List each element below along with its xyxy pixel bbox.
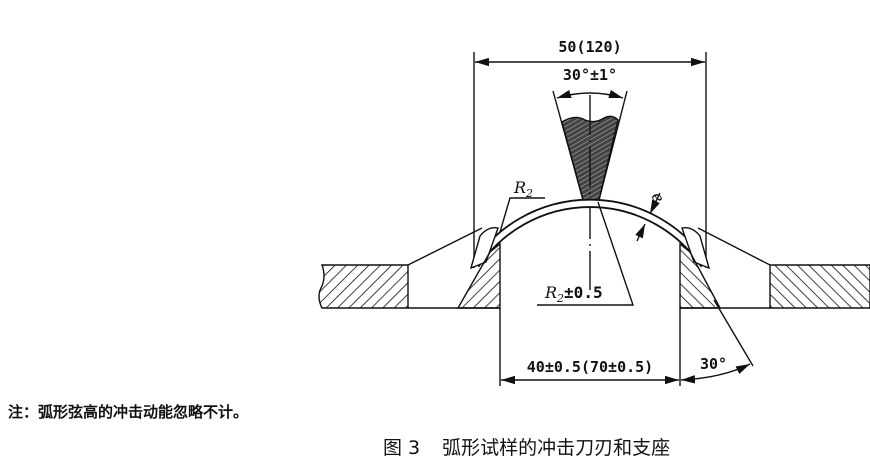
radius-tol-leader xyxy=(537,201,634,306)
figure-title: 弧形试样的冲击刀刃和支座 xyxy=(442,437,671,459)
knife-angle-label: 30°±1° xyxy=(563,66,617,84)
knife-edge-left xyxy=(552,90,584,201)
support-pad-left xyxy=(469,226,499,270)
radius-label: R2 xyxy=(513,178,533,200)
figure-number: 图 3 xyxy=(383,437,421,459)
anvil-block-right xyxy=(769,264,870,309)
figure-note: 注：弧形弦高的冲击动能忽略不计。 xyxy=(8,403,249,421)
support-angle-arc xyxy=(680,363,751,384)
knife-angle-arc xyxy=(556,89,624,99)
figure-caption: 图 3 弧形试样的冲击刀刃和支座 xyxy=(383,433,692,460)
support-angle-line xyxy=(713,299,754,367)
knife-edge-right xyxy=(598,90,628,201)
dimension-top-label: 50(120) xyxy=(558,38,621,56)
anvil-block-left xyxy=(318,264,409,309)
thickness-label: e xyxy=(647,188,668,206)
dimension-bottom-label: 40±0.5(70±0.5) xyxy=(527,358,653,376)
support-angle-label: 30° xyxy=(700,355,727,373)
radius-tol-label: R2±0.5 xyxy=(544,283,603,305)
arc-specimen xyxy=(471,198,709,268)
radius-leader xyxy=(499,197,545,233)
support-pad-right xyxy=(681,226,711,270)
thickness-arrow-bottom xyxy=(635,223,646,242)
pad-line-right xyxy=(697,227,771,266)
thickness-arrow-top xyxy=(649,192,661,215)
pad-line-left xyxy=(407,227,483,266)
